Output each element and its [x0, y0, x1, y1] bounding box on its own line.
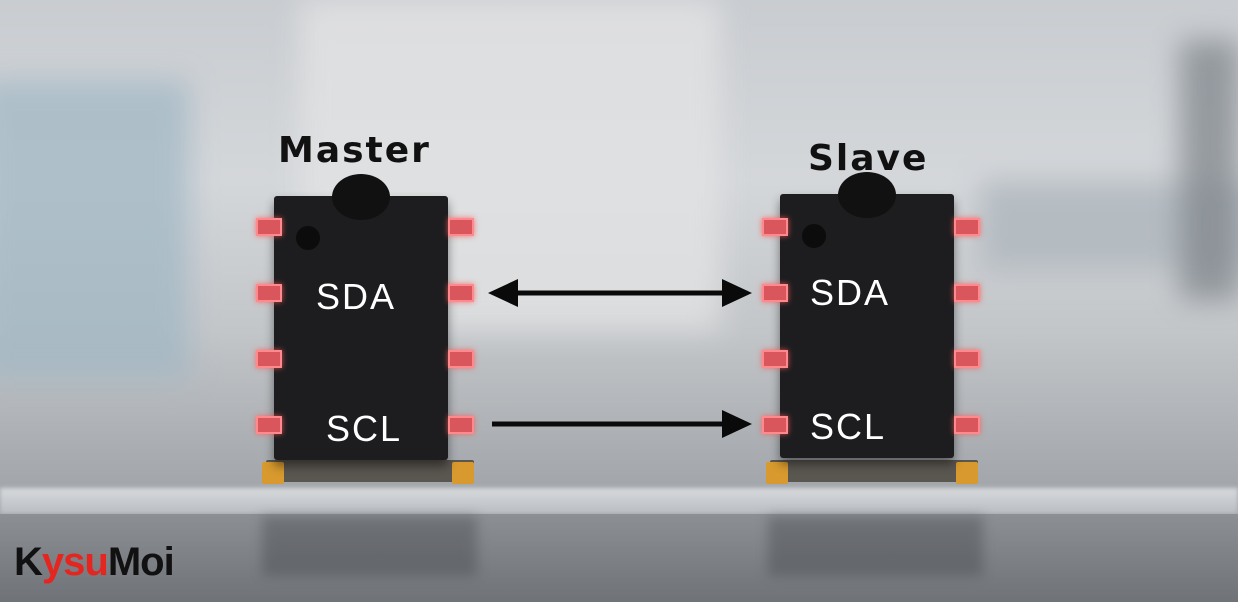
- slave-pin: [762, 218, 788, 236]
- kysumoi-logo: KysuMoi: [14, 540, 175, 585]
- sda-bidirectional-arrow: [488, 279, 752, 307]
- table-front: [0, 514, 1238, 602]
- slave-pin: [954, 350, 980, 368]
- master-foot-right: [452, 462, 474, 484]
- slave-foot-right: [956, 462, 978, 484]
- master-pin-sda: [448, 284, 474, 302]
- master-pin: [256, 350, 282, 368]
- logo-part-3: Moi: [107, 540, 175, 584]
- slave-sda-label: SDA: [810, 272, 891, 313]
- slave-pin: [954, 284, 980, 302]
- slave-scl-label: SCL: [810, 406, 887, 447]
- master-pin: [256, 284, 282, 302]
- slave-pin: [954, 218, 980, 236]
- master-foot-left: [262, 462, 284, 484]
- master-pin: [256, 416, 282, 434]
- slave-pin: [954, 416, 980, 434]
- master-chip-notch: [332, 174, 390, 220]
- master-pin-scl: [448, 416, 474, 434]
- master-chip: SDA SCL: [274, 174, 448, 460]
- slave-pin-sda: [762, 284, 788, 302]
- master-sda-label: SDA: [316, 276, 397, 317]
- master-scl-label: SCL: [326, 408, 403, 449]
- scl-arrow: [492, 410, 752, 438]
- logo-part-2: ysu: [41, 540, 109, 584]
- slave-chip: SDA SCL: [780, 172, 954, 458]
- table-edge: [0, 488, 1238, 514]
- slave-pin: [762, 350, 788, 368]
- master-chip-base: [266, 460, 474, 482]
- master-pin: [448, 350, 474, 368]
- master-chip-pin1-marker: [296, 226, 320, 250]
- slave-pin-scl: [762, 416, 788, 434]
- slave-chip-pin1-marker: [802, 224, 826, 248]
- master-pin: [448, 218, 474, 236]
- background-blur-post: [1180, 40, 1238, 300]
- master-label: Master: [278, 130, 431, 171]
- master-reflection: [262, 516, 477, 576]
- master-pin: [256, 218, 282, 236]
- slave-chip-base: [770, 460, 978, 482]
- slave-foot-left: [766, 462, 788, 484]
- logo-part-1: K: [14, 540, 43, 584]
- background-blur-left: [0, 80, 190, 380]
- slave-reflection: [768, 516, 983, 576]
- slave-chip-notch: [838, 172, 896, 218]
